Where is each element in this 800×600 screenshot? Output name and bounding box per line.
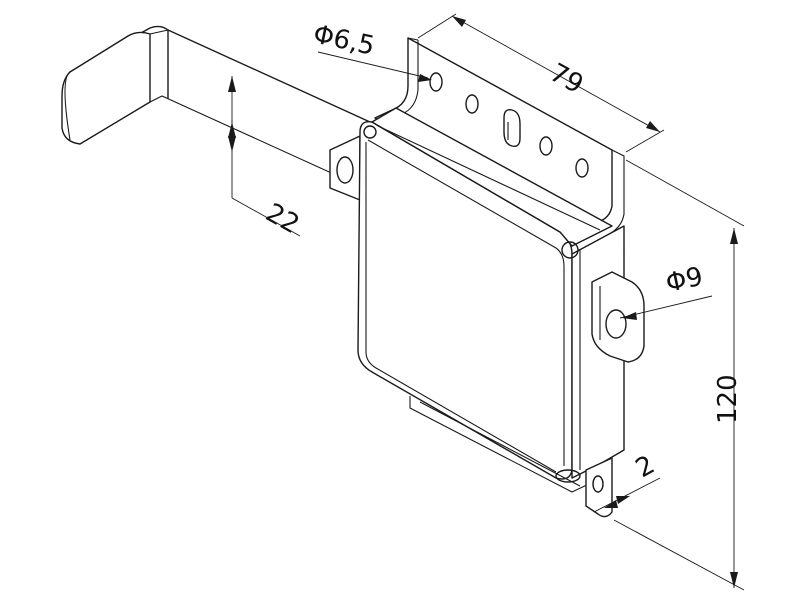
flange-hole-1 <box>429 72 443 92</box>
main-body <box>357 107 625 518</box>
lug-hole <box>605 309 627 339</box>
dimension-120-label: 120 <box>713 374 743 424</box>
side-lug <box>591 271 645 363</box>
flange-slot <box>503 108 521 148</box>
dimension-22: 22 <box>228 76 304 240</box>
flange-hole-2 <box>465 94 479 114</box>
dimension-hole-small-label: Φ6,5 <box>311 20 378 62</box>
dimension-120: 120 <box>613 159 745 591</box>
dimension-hole-large-label: Φ9 <box>663 262 705 299</box>
arm-hole <box>329 135 361 201</box>
dimension-79-label: 79 <box>545 58 588 100</box>
dimension-22-label: 22 <box>261 198 304 240</box>
corner-weld-top <box>561 241 579 259</box>
flange-hole-4 <box>575 158 589 178</box>
dimension-2-label: 2 <box>631 450 660 484</box>
corner-weld-left <box>363 125 377 139</box>
flange-hole-3 <box>539 136 553 156</box>
corner-weld-bottom <box>555 469 581 483</box>
bracket-arm <box>61 25 371 187</box>
